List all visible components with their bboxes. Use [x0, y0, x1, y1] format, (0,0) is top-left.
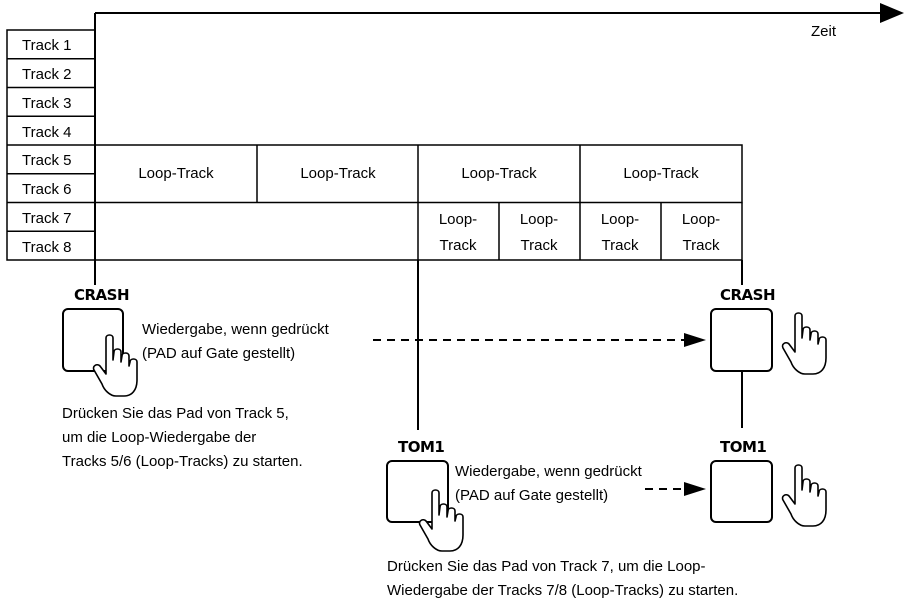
- loop-track-cell: Loop-Track: [138, 165, 214, 182]
- tom1-playback-text-2: (PAD auf Gate gestellt): [455, 487, 608, 504]
- loop-track-small-line2: Track: [683, 237, 720, 254]
- tom1-playback-text-1: Wiedergabe, wenn gedrückt: [455, 463, 643, 480]
- crash-pad-end: CRASH: [710, 286, 827, 375]
- tom1-instruction-line: Wiedergabe der Tracks 7/8 (Loop-Tracks) …: [387, 582, 738, 599]
- tom1-pad-label: TOM1: [398, 438, 444, 456]
- loop-track-cell: Loop-Track: [300, 165, 376, 182]
- loop-track-small-line1: Loop-: [439, 211, 477, 228]
- crash-pad[interactable]: [710, 308, 773, 372]
- tom1-instruction-line: Drücken Sie das Pad von Track 7, um die …: [387, 558, 706, 575]
- crash-instruction-line: Tracks 5/6 (Loop-Tracks) zu starten.: [62, 453, 303, 470]
- loop-row-tracks-5-6: Loop-Track Loop-Track Loop-Track Loop-Tr…: [94, 144, 743, 204]
- loop-track-small-line1: Loop-: [682, 211, 720, 228]
- time-axis-label: Zeit: [811, 23, 837, 40]
- crash-playback-text-1: Wiedergabe, wenn gedrückt: [142, 321, 330, 338]
- tom1-pad[interactable]: [710, 460, 773, 523]
- time-axis-arrowhead: [880, 3, 904, 23]
- hand-release-icon: [781, 464, 827, 527]
- loop-row-tracks-7-8: Loop- Track Loop- Track Loop- Track Loop…: [95, 202, 743, 261]
- track-label: Track 6: [22, 181, 71, 198]
- track-list: Track 1 Track 2 Track 3 Track 4 Track 5 …: [6, 29, 96, 261]
- crash-playback-arrowhead: [684, 333, 706, 347]
- crash-pad-label: CRASH: [74, 286, 129, 304]
- crash-instruction-line: um die Loop-Wiedergabe der: [62, 429, 256, 446]
- loop-track-small-line2: Track: [521, 237, 558, 254]
- track-label: Track 1: [22, 37, 71, 54]
- crash-instruction-line: Drücken Sie das Pad von Track 5,: [62, 405, 289, 422]
- loop-track-small-line2: Track: [440, 237, 477, 254]
- track-label: Track 5: [22, 152, 71, 169]
- crash-pad-start: CRASH: [62, 286, 138, 397]
- track-label: Track 7: [22, 210, 71, 227]
- track-label: Track 8: [22, 239, 71, 256]
- track-label: Track 3: [22, 95, 71, 112]
- track-label: Track 4: [22, 124, 71, 141]
- loop-track-small-line1: Loop-: [601, 211, 639, 228]
- hand-release-icon: [781, 312, 827, 375]
- tom1-pad-end: TOM1: [710, 438, 827, 527]
- track-label: Track 2: [22, 66, 71, 83]
- tom1-pad-label: TOM1: [720, 438, 766, 456]
- loop-track-small-line2: Track: [602, 237, 639, 254]
- crash-pad-label: CRASH: [720, 286, 775, 304]
- tom1-playback-arrowhead: [684, 482, 706, 496]
- tom1-pad-start: TOM1: [386, 438, 464, 552]
- loop-track-cell: Loop-Track: [461, 165, 537, 182]
- loop-track-cell: Loop-Track: [623, 165, 699, 182]
- crash-playback-text-2: (PAD auf Gate gestellt): [142, 345, 295, 362]
- loop-track-small-line1: Loop-: [520, 211, 558, 228]
